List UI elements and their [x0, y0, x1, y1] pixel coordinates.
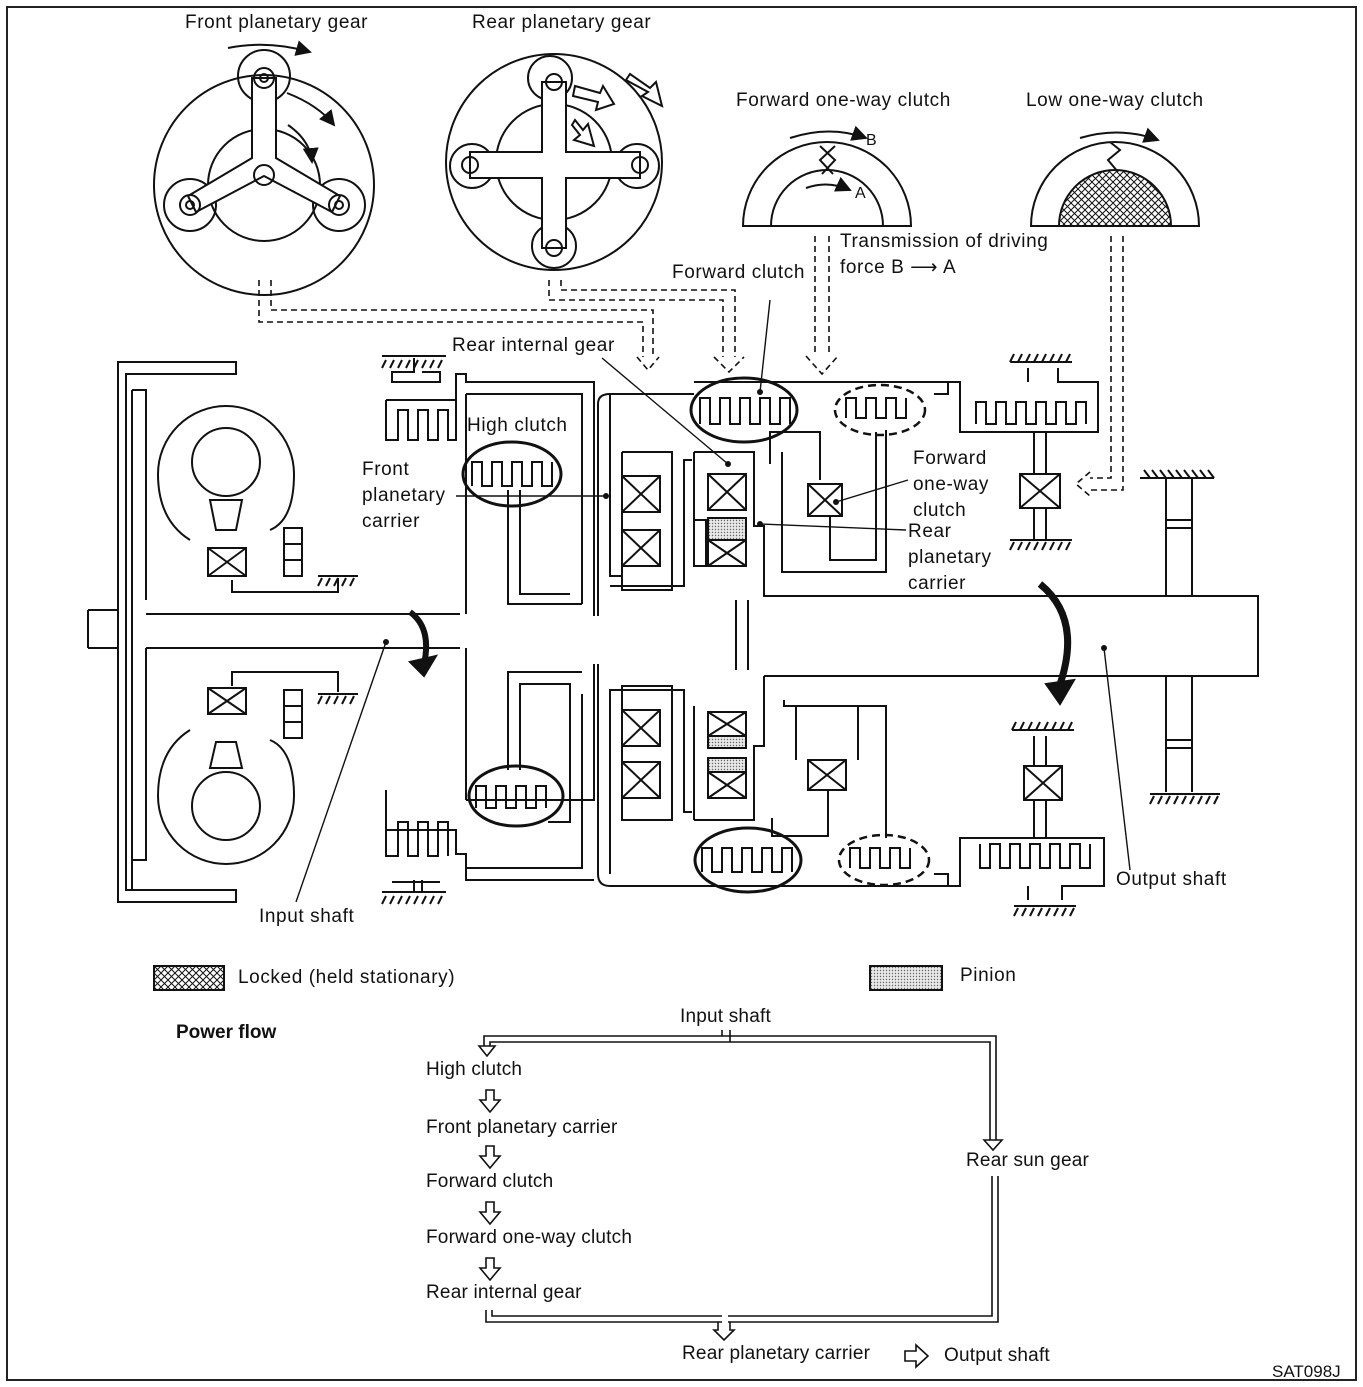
leader-lines: [295, 299, 1131, 903]
label-rear-planetary-gear: Rear planetary gear: [472, 12, 652, 33]
power-flow-step-high-clutch: High clutch: [426, 1059, 523, 1080]
power-flow-rear-sun-gear: Rear sun gear: [966, 1150, 1090, 1171]
rear-gear-set: [693, 451, 1160, 821]
power-flow-step-forward-clutch: Forward clutch: [426, 1171, 554, 1192]
front-planetary-gear-drawing: [153, 40, 375, 296]
torque-converter: [117, 361, 303, 903]
dashed-flow-connectors: [258, 236, 1124, 497]
front-gear-set-top: [381, 355, 694, 616]
label-front-planetary-carrier: Front planetary carrier: [362, 459, 446, 532]
power-flow-input-shaft: Input shaft: [680, 1006, 771, 1027]
power-flow-step-arrows: [478, 1089, 502, 1282]
leader-dots: [383, 389, 1107, 651]
legend-locked: Locked (held stationary): [238, 967, 456, 988]
power-flow-connectors: [477, 1030, 1004, 1369]
clutch-packs-bottom: [693, 700, 1105, 917]
legend-pinion: Pinion: [960, 965, 1017, 986]
output-shaft: [1037, 469, 1259, 805]
label-high-clutch: High clutch: [467, 415, 568, 436]
label-forward-one-way-clutch-top: Forward one-way clutch: [736, 90, 951, 111]
power-flow-step-forward-one-way-clutch: Forward one-way clutch: [426, 1227, 633, 1248]
power-flow-title: Power flow: [176, 1022, 277, 1043]
power-flow-output-shaft: Output shaft: [944, 1345, 1050, 1366]
figure-frame: [6, 6, 1357, 1381]
label-forward-one-way-clutch-side: Forward one-way clutch: [913, 448, 990, 521]
clutch-packs-top: [689, 353, 1099, 573]
low-one-way-clutch-drawing: [1029, 127, 1201, 227]
label-forward-clutch: Forward clutch: [672, 262, 805, 283]
label-mark-a: A: [855, 185, 867, 202]
locked-swatch: [153, 965, 225, 991]
label-input-shaft: Input shaft: [259, 906, 355, 927]
label-rear-planetary-carrier: Rear planetary carrier: [908, 521, 992, 594]
label-front-planetary-gear: Front planetary gear: [185, 12, 369, 33]
rear-planetary-gear-drawing: [445, 53, 664, 271]
power-flow-step-rear-internal-gear: Rear internal gear: [426, 1282, 582, 1303]
label-transmission-of-driving-force: Transmission of driving force B ⟶ A: [840, 231, 1049, 278]
power-flow-step-front-planetary-carrier: Front planetary carrier: [426, 1117, 618, 1138]
label-rear-internal-gear: Rear internal gear: [452, 335, 615, 356]
label-low-one-way-clutch: Low one-way clutch: [1026, 90, 1204, 111]
input-shaft: [87, 575, 460, 705]
figure-code: SAT098J: [1272, 1362, 1341, 1381]
label-output-shaft: Output shaft: [1116, 869, 1227, 890]
pinion-swatch: [869, 965, 943, 991]
label-mark-b: B: [866, 132, 878, 149]
front-gear-set-bottom: [381, 648, 694, 905]
forward-one-way-clutch-drawing: [741, 125, 913, 227]
power-flow-rear-planetary-carrier: Rear planetary carrier: [682, 1343, 871, 1364]
